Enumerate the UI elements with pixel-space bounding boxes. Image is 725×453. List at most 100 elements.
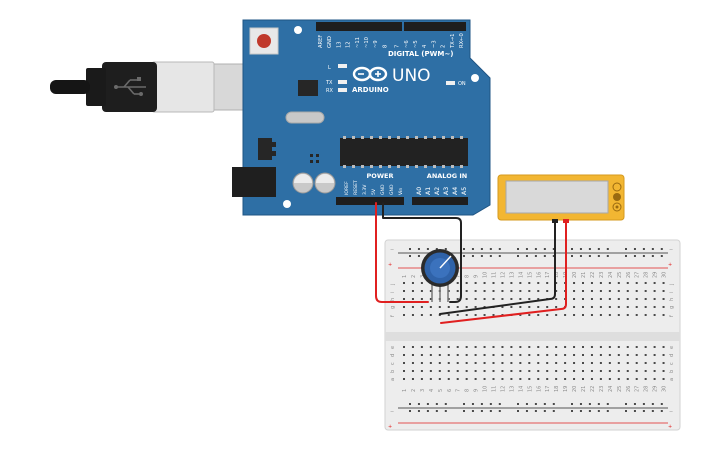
breadboard-hole[interactable] — [617, 354, 620, 356]
breadboard-hole[interactable] — [537, 306, 540, 308]
rail-hole[interactable] — [463, 403, 465, 405]
breadboard-hole[interactable] — [582, 282, 584, 284]
rail-hole[interactable] — [552, 403, 555, 405]
rail-hole[interactable] — [525, 410, 528, 412]
breadboard-hole[interactable] — [438, 354, 441, 356]
rail-hole[interactable] — [651, 255, 654, 257]
rail-hole[interactable] — [517, 248, 519, 250]
breadboard-hole[interactable] — [537, 314, 540, 316]
breadboard-hole[interactable] — [590, 354, 593, 356]
breadboard-hole[interactable] — [510, 298, 513, 300]
breadboard-hole[interactable] — [626, 370, 629, 372]
rail-hole[interactable] — [498, 403, 501, 405]
breadboard-hole[interactable] — [501, 362, 504, 364]
rail-hole[interactable] — [588, 403, 591, 405]
meter-probe-negative[interactable] — [552, 219, 558, 223]
wires[interactable] — [375, 202, 567, 324]
rail-hole[interactable] — [588, 410, 591, 412]
breadboard-hole[interactable] — [420, 314, 423, 316]
breadboard-hole[interactable] — [492, 290, 495, 292]
breadboard-hole[interactable] — [644, 282, 647, 284]
rail-hole[interactable] — [642, 255, 645, 257]
breadboard-hole[interactable] — [644, 290, 647, 292]
breadboard-hole[interactable] — [438, 370, 441, 372]
breadboard-hole[interactable] — [403, 290, 405, 292]
breadboard-hole[interactable] — [510, 362, 513, 364]
rail-hole[interactable] — [579, 410, 582, 412]
rail-hole[interactable] — [597, 403, 600, 405]
breadboard-hole[interactable] — [537, 346, 540, 348]
rail-hole[interactable] — [426, 248, 429, 250]
breadboard-hole[interactable] — [653, 370, 656, 372]
breadboard-hole[interactable] — [429, 290, 432, 292]
breadboard-hole[interactable] — [483, 354, 486, 356]
breadboard-hole[interactable] — [483, 378, 486, 380]
breadboard-hole[interactable] — [420, 362, 423, 364]
breadboard-hole[interactable] — [411, 378, 414, 380]
breadboard-hole[interactable] — [546, 290, 549, 292]
rail-hole[interactable] — [633, 410, 636, 412]
rail-hole[interactable] — [498, 410, 501, 412]
breadboard-hole[interactable] — [510, 354, 513, 356]
breadboard-hole[interactable] — [537, 290, 540, 292]
rail-hole[interactable] — [426, 410, 429, 412]
breadboard-hole[interactable] — [483, 298, 486, 300]
rail-hole[interactable] — [489, 255, 492, 257]
breadboard-hole[interactable] — [438, 362, 441, 364]
rail-hole[interactable] — [463, 410, 465, 412]
rail-hole[interactable] — [625, 255, 627, 257]
breadboard-hole[interactable] — [492, 298, 495, 300]
breadboard-hole[interactable] — [555, 370, 558, 372]
breadboard-hole[interactable] — [635, 298, 638, 300]
breadboard-hole[interactable] — [608, 362, 611, 364]
breadboard-hole[interactable] — [599, 290, 602, 292]
breadboard-hole[interactable] — [528, 290, 531, 292]
breadboard-hole[interactable] — [582, 290, 584, 292]
breadboard-hole[interactable] — [617, 298, 620, 300]
breadboard-hole[interactable] — [599, 354, 602, 356]
breadboard-hole[interactable] — [599, 370, 602, 372]
rail-hole[interactable] — [651, 410, 654, 412]
rail-hole[interactable] — [480, 248, 483, 250]
breadboard-hole[interactable] — [626, 282, 629, 284]
breadboard-hole[interactable] — [653, 306, 656, 308]
breadboard-hole[interactable] — [447, 362, 450, 364]
breadboard-hole[interactable] — [626, 354, 629, 356]
breadboard-hole[interactable] — [653, 314, 656, 316]
breadboard-hole[interactable] — [537, 370, 540, 372]
breadboard-hole[interactable] — [644, 314, 647, 316]
breadboard-hole[interactable] — [626, 306, 629, 308]
breadboard-hole[interactable] — [608, 298, 611, 300]
breadboard-hole[interactable] — [403, 354, 405, 356]
breadboard-hole[interactable] — [653, 362, 656, 364]
breadboard-hole[interactable] — [420, 354, 423, 356]
rail-hole[interactable] — [579, 248, 582, 250]
breadboard-hole[interactable] — [501, 370, 504, 372]
breadboard-hole[interactable] — [501, 346, 504, 348]
breadboard-hole[interactable] — [429, 298, 432, 300]
breadboard-hole[interactable] — [537, 282, 540, 284]
breadboard-hole[interactable] — [573, 378, 576, 380]
rail-hole[interactable] — [606, 248, 609, 250]
breadboard-hole[interactable] — [590, 378, 593, 380]
breadboard-hole[interactable] — [626, 290, 629, 292]
breadboard-hole[interactable] — [519, 354, 522, 356]
breadboard-hole[interactable] — [510, 370, 513, 372]
breadboard-hole[interactable] — [617, 346, 620, 348]
breadboard-hole[interactable] — [608, 306, 611, 308]
breadboard-hole[interactable] — [662, 298, 665, 300]
breadboard-hole[interactable] — [555, 314, 558, 316]
breadboard-hole[interactable] — [510, 290, 513, 292]
breadboard-hole[interactable] — [546, 378, 549, 380]
rail-hole[interactable] — [435, 403, 438, 405]
rail-hole[interactable] — [489, 403, 492, 405]
breadboard-hole[interactable] — [519, 378, 522, 380]
breadboard-hole[interactable] — [501, 378, 504, 380]
rail-hole[interactable] — [417, 410, 420, 412]
rail-hole[interactable] — [417, 403, 420, 405]
rail-hole[interactable] — [642, 403, 645, 405]
rail-hole[interactable] — [480, 255, 483, 257]
breadboard-hole[interactable] — [573, 282, 576, 284]
breadboard-hole[interactable] — [590, 306, 593, 308]
